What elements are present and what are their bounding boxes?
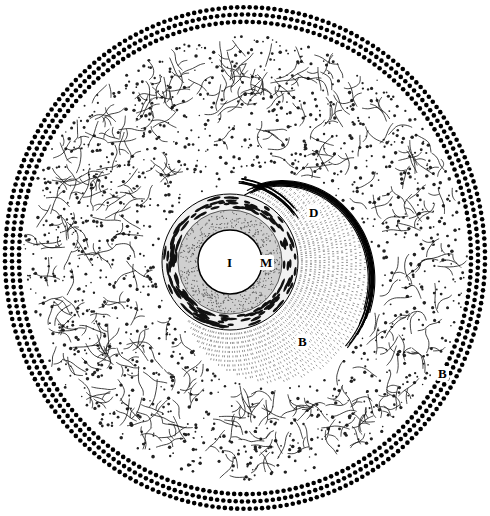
fibre-field [23,35,468,481]
stippled-ring [178,210,282,314]
cell-band [162,194,298,330]
part-letter: B [436,366,449,381]
part-letter: M [258,255,274,270]
part-letter: D [307,205,320,220]
outer-dot-rim [3,5,488,511]
central-lumen [198,230,262,294]
part-letter: I [225,255,234,270]
part-letter: B [296,334,309,349]
